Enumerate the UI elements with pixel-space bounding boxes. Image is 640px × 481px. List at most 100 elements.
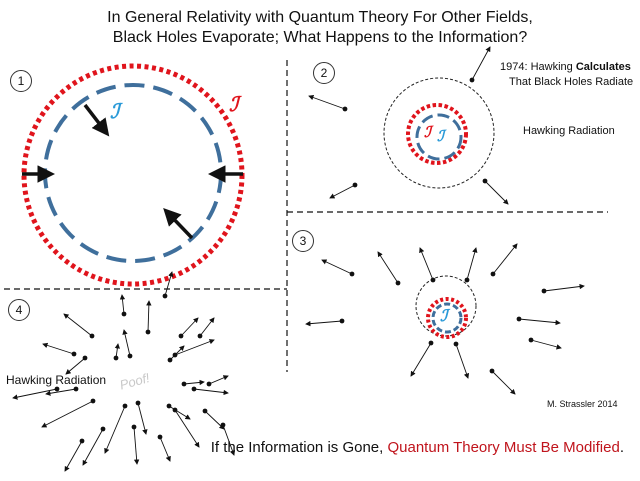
particle-arrow (137, 402, 148, 435)
particle-dot (145, 329, 151, 335)
particle-arrow (169, 345, 185, 361)
panel2-note-line-1: 1974: Hawking Calculates (500, 61, 631, 73)
panel3-radiation-boundary (415, 275, 477, 337)
particle-arrow (42, 342, 75, 355)
particle-dot (202, 408, 208, 414)
footer-highlight: Quantum Theory Must Be Modified (387, 439, 620, 456)
particle-dot (220, 422, 226, 428)
particle-dot (71, 351, 77, 357)
particle-dot (82, 355, 88, 361)
particle-dot (430, 277, 436, 283)
particle-dot (172, 407, 178, 413)
panel1-arrow-bottom (163, 207, 194, 240)
panel3-symbol: ℐ (440, 306, 448, 325)
particle-dot (162, 293, 168, 299)
particle-arrow (329, 184, 356, 199)
particle-arrow (410, 342, 432, 377)
particle-dot (178, 333, 184, 339)
particle-arrow (183, 379, 205, 386)
particle-dot (197, 333, 203, 339)
panel1-arrow-top (83, 103, 110, 137)
particle-dot (73, 386, 79, 392)
particle-arrow (208, 375, 229, 385)
particle-dot (206, 381, 212, 387)
panel-1-number: 1 (10, 70, 32, 92)
particle-dot (395, 280, 401, 286)
particle-arrow (180, 317, 199, 337)
particle-arrow (305, 320, 343, 327)
particle-dot (127, 353, 133, 359)
particle-dot (79, 438, 85, 444)
credit-label: M. Strassler 2014 (547, 399, 618, 409)
particle-dot (113, 355, 119, 361)
panel4-radiation-label: Hawking Radiation (6, 373, 107, 387)
particle-dot (528, 337, 534, 343)
particle-dot (339, 318, 345, 324)
particle-arrow (484, 180, 509, 205)
particle-dot (464, 277, 470, 283)
panel-3-number: 3 (292, 230, 314, 252)
panel2-event-horizon (406, 103, 468, 165)
particle-dot (453, 341, 459, 347)
particle-arrow (530, 339, 562, 350)
particle-arrow (543, 283, 585, 292)
particle-dot (181, 381, 187, 387)
panel1-event-horizon (21, 63, 245, 287)
particle-arrow (193, 388, 229, 396)
particle-arrow (377, 251, 399, 284)
particle-arrow (159, 436, 171, 462)
particle-dot (121, 311, 127, 317)
particle-dot (490, 271, 496, 277)
particle-dot (349, 271, 355, 277)
panel2-inner-symbol: ℐ (437, 127, 445, 145)
panel2-note-prefix: 1974: Hawking (500, 61, 576, 73)
particle-arrow (199, 317, 215, 337)
particle-arrow (133, 426, 140, 465)
panel2-inner-horizon (415, 113, 463, 161)
particle-dot (482, 178, 488, 184)
particle-arrow (471, 46, 491, 81)
particle-arrow (41, 400, 94, 428)
particle-arrow (321, 259, 353, 275)
particle-arrow (64, 440, 83, 472)
particle-dot (489, 368, 495, 374)
particle-dot (516, 316, 522, 322)
particle-arrow (146, 300, 152, 333)
particle-dot (89, 333, 95, 339)
particle-dot (352, 182, 358, 188)
panel-4-number: 4 (8, 299, 30, 321)
particle-arrow (222, 424, 235, 456)
particle-dot (100, 426, 106, 432)
particle-arrow (492, 243, 518, 275)
particle-arrow (466, 247, 478, 281)
footer-prefix: If the Information is Gone, (210, 439, 388, 456)
particle-dot (135, 400, 141, 406)
panel2-note-bold: Calculates (575, 61, 631, 73)
particle-arrow (174, 339, 215, 356)
particle-arrow (491, 370, 516, 395)
particle-arrow (168, 405, 191, 420)
particle-dot (90, 398, 96, 404)
particle-arrow (63, 313, 93, 337)
title-line-1: In General Relativity with Quantum Theor… (107, 9, 533, 26)
particle-dot (191, 386, 197, 392)
particle-dot (122, 403, 128, 409)
particle-arrow (119, 294, 126, 315)
panel1-outer-symbol: ℐ (229, 92, 239, 116)
panel2-radiation-label: Hawking Radiation (523, 125, 615, 137)
particle-dot (541, 288, 547, 294)
particle-arrow (12, 388, 58, 400)
panel2-note-line-2: That Black Holes Radiate (509, 76, 634, 88)
particle-arrow (419, 247, 434, 281)
particle-dot (172, 352, 178, 358)
footer-suffix: . (619, 439, 624, 456)
particle-arrow (164, 271, 174, 297)
panel2-radiation-boundary (383, 77, 495, 189)
panel1-inner-symbol: ℐ (110, 99, 120, 123)
particle-dot (428, 340, 434, 346)
particle-arrow (104, 405, 126, 454)
panel2-outer-symbol: ℐ (424, 123, 432, 141)
hawking-particles (12, 46, 585, 472)
